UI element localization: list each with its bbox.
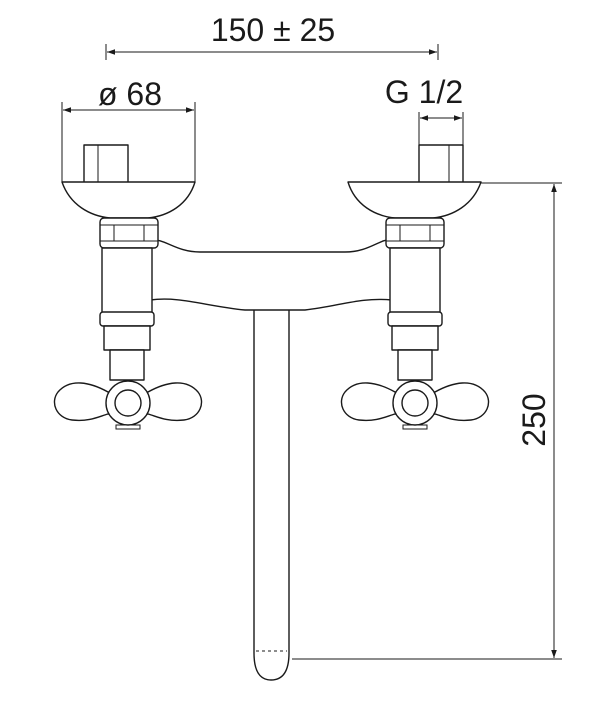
right-valve-body	[389, 247, 441, 321]
left-valve-body	[101, 247, 153, 321]
dimension-center-distance: 150 ± 25	[105, 12, 439, 60]
right-hex-nut	[385, 217, 445, 249]
right-valve-assembly	[340, 144, 490, 430]
center-distance-label: 150 ± 25	[211, 12, 335, 48]
right-handle-hub-inner	[401, 389, 429, 417]
left-handle-hub-inner	[114, 389, 142, 417]
left-wall-flange	[61, 181, 196, 219]
left-inlet-pipe	[83, 144, 129, 188]
right-wall-flange	[347, 181, 482, 219]
dimension-height: 250	[292, 182, 562, 660]
dimension-thread: G 1/2	[385, 74, 464, 145]
left-valve-assembly	[53, 144, 203, 430]
height-label: 250	[516, 393, 552, 446]
right-inlet-pipe	[418, 144, 464, 188]
left-hex-nut	[99, 217, 159, 249]
thread-label: G 1/2	[385, 74, 463, 110]
dimension-flange-diameter: ø 68	[61, 76, 196, 182]
flange-diameter-label: ø 68	[98, 76, 162, 112]
spout	[253, 297, 290, 681]
right-valve-collar	[387, 311, 443, 327]
mixer-body	[149, 239, 393, 311]
left-valve-collar	[99, 311, 155, 327]
